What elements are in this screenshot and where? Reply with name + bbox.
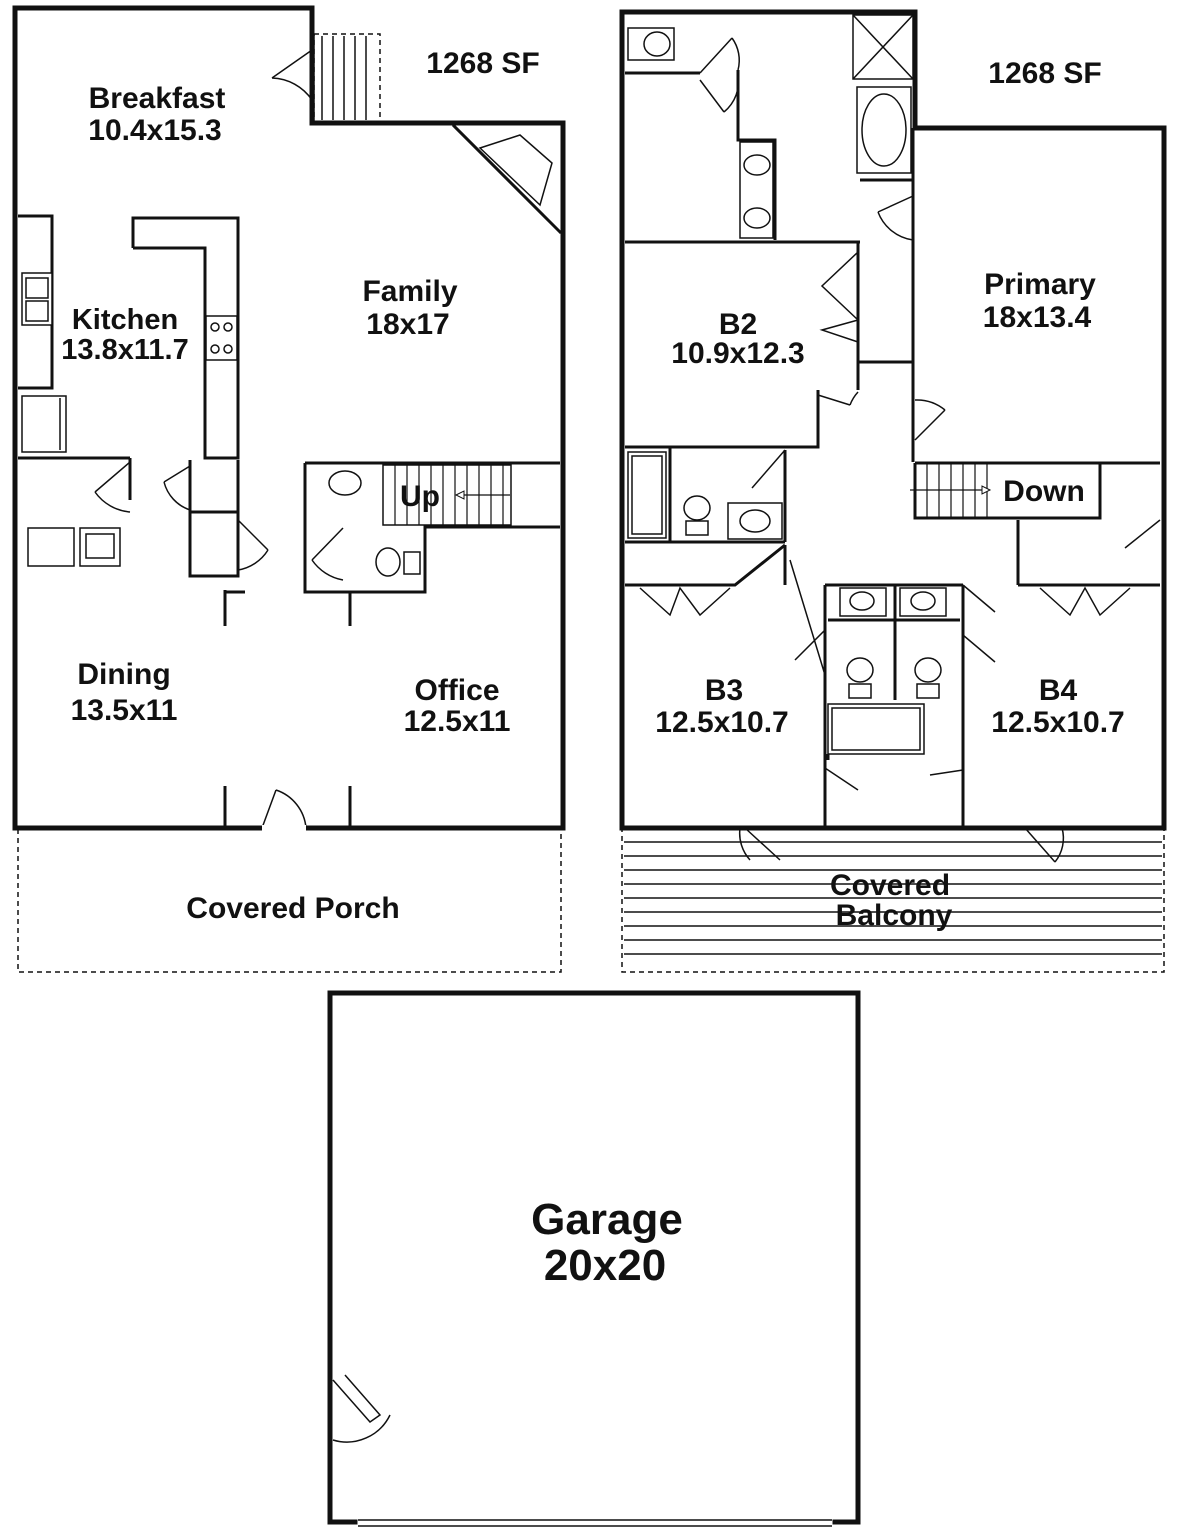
- primary-name: Primary: [984, 268, 1096, 301]
- first-floor-area: 1268 SF: [426, 47, 539, 80]
- hall-bath-b2: [625, 447, 787, 544]
- garage-size: 20x20: [544, 1241, 666, 1290]
- office-name: Office: [414, 674, 499, 707]
- office-size: 12.5x11: [404, 705, 511, 738]
- b2-size: 10.9x12.3: [671, 337, 804, 370]
- b3-size: 12.5x10.7: [655, 706, 788, 739]
- breakfast-size: 10.4x15.3: [88, 114, 221, 147]
- second-floor-outer-wall: [619, 9, 1167, 831]
- family-name: Family: [362, 275, 457, 308]
- primary-bath: [625, 14, 914, 244]
- kitchen-name: Kitchen: [72, 304, 178, 336]
- b4-size: 12.5x10.7: [991, 706, 1124, 739]
- primary-size: 18x13.4: [983, 301, 1092, 334]
- fireplace: [451, 123, 563, 235]
- family-size: 18x17: [366, 308, 449, 341]
- breakfast-door: [271, 49, 313, 101]
- b2-walls: [625, 128, 915, 462]
- covered-balcony-area: [621, 827, 1165, 973]
- covered-porch-label: Covered Porch: [186, 892, 399, 925]
- stairs-down-label: Down: [1003, 475, 1085, 508]
- dining-name: Dining: [77, 658, 170, 691]
- first-floor: 1268 SF Breakfast 10.4x15.3 Kitchen 13.8…: [12, 5, 566, 973]
- dining-size: 13.5x11: [71, 694, 178, 727]
- garage-outer-wall: [327, 990, 861, 1525]
- first-floor-outer-wall: [12, 5, 566, 831]
- front-entry: [223, 786, 352, 831]
- kitchen-size: 13.8x11.7: [61, 334, 188, 366]
- breakfast-exterior-steps: [313, 33, 381, 123]
- stairs-down: [910, 399, 1161, 549]
- b3-b4-walls: [625, 520, 1160, 826]
- covered-balcony-label-line1: Covered: [830, 869, 950, 902]
- stairs-up-label: Up: [400, 480, 440, 513]
- laundry-area: [18, 456, 132, 567]
- hall-closets: [163, 460, 269, 626]
- half-bath: [303, 461, 560, 626]
- b3-name: B3: [705, 674, 743, 707]
- second-floor: 1268 SF Primary 18x13.4 B2 10.9x12.3 Dow…: [619, 9, 1167, 973]
- garage: Garage 20x20: [327, 990, 861, 1527]
- balcony-door-left: [738, 827, 781, 861]
- stairs-up: [382, 464, 512, 526]
- kitchen-counters: [18, 214, 240, 460]
- b4-name: B4: [1039, 674, 1078, 707]
- second-floor-area: 1268 SF: [988, 57, 1101, 90]
- covered-balcony-label-line2: Balcony: [836, 899, 953, 932]
- breakfast-name: Breakfast: [89, 82, 226, 115]
- garage-side-door: [332, 1374, 391, 1443]
- balcony-door-right: [1024, 827, 1065, 863]
- b2-name: B2: [719, 308, 757, 341]
- garage-name: Garage: [531, 1195, 683, 1244]
